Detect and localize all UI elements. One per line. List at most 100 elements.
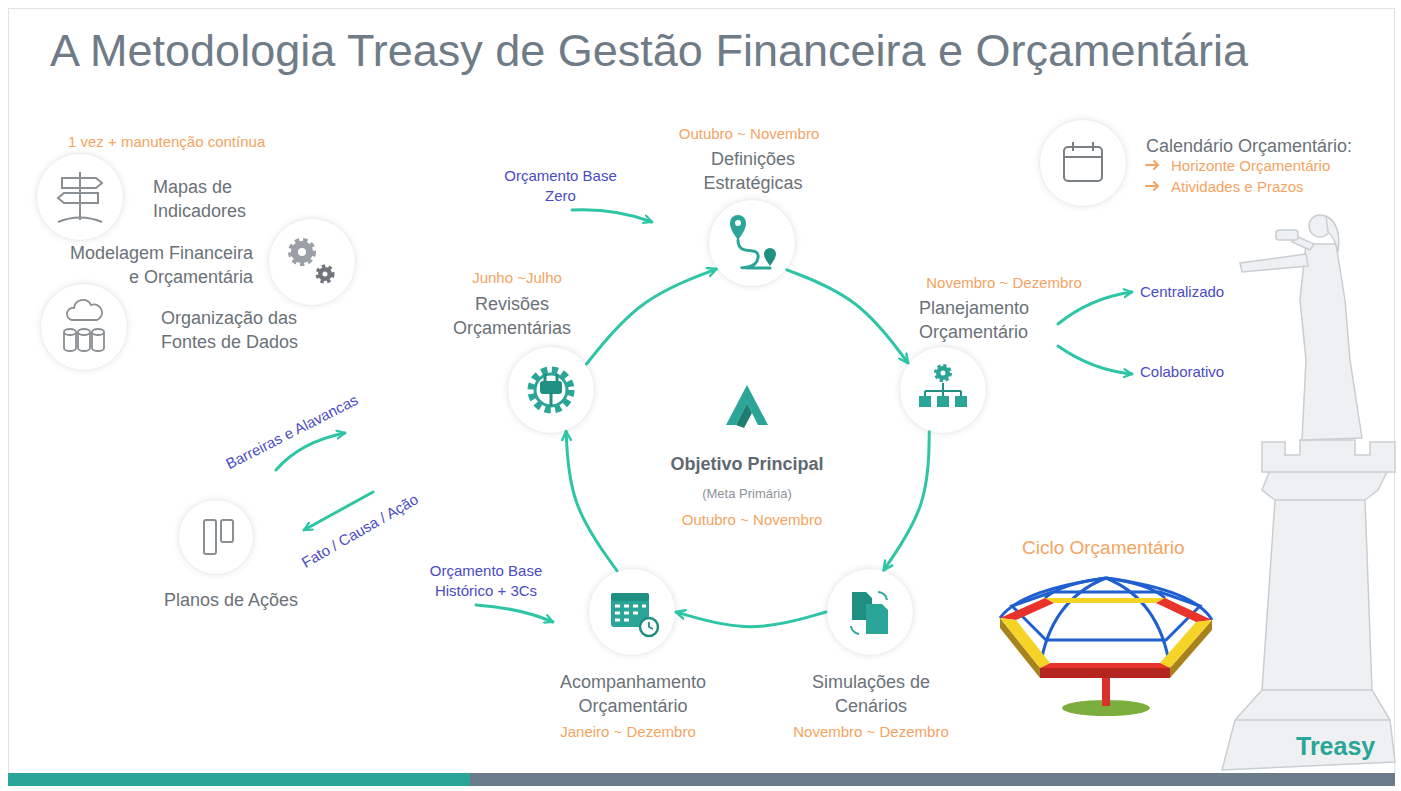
leader-arrow <box>1058 346 1132 374</box>
calendar-clock-icon <box>611 593 658 636</box>
node-heading: Planos de Ações <box>141 588 321 612</box>
document <box>852 592 872 620</box>
leader-arrows <box>276 210 1132 622</box>
documents-icon <box>851 592 888 634</box>
gear <box>936 366 950 380</box>
strategy-node: Outubro ~ NovembroDefinições Estratégica… <box>708 199 796 287</box>
document <box>866 604 888 634</box>
gear-hole <box>298 248 306 256</box>
logo-accent <box>736 403 752 428</box>
option-label: Colaborativo <box>1140 362 1280 382</box>
gears-icon <box>291 241 332 281</box>
bullet-arrows <box>1146 161 1158 190</box>
merry-go-round <box>1000 578 1212 716</box>
footer-bar-gray <box>470 773 1395 786</box>
kanban-column <box>221 520 233 542</box>
logo-shape <box>726 385 768 425</box>
node-heading: Novembro ~ Dezembro <box>904 274 1104 292</box>
database-icon <box>64 300 104 351</box>
indicator-map-node: Mapas de Indicadores <box>36 153 124 241</box>
data-sources-node: Organização das Fontes de Dados <box>40 283 128 371</box>
cycle-arrow <box>787 270 908 363</box>
gear <box>318 267 332 281</box>
signpost-icon <box>58 172 102 222</box>
arrow-label: Fato / Causa / Ação <box>277 477 443 584</box>
planning-node: Novembro ~ DezembroPlanejamento Orçament… <box>899 346 987 434</box>
cylinder <box>92 332 104 351</box>
node-text: Horizonte Orçamentário <box>1171 157 1381 175</box>
seat <box>1000 618 1050 668</box>
period-label: Outubro ~ Novembro <box>652 511 852 529</box>
org-lines <box>925 383 961 396</box>
option-label: Centralizado <box>1140 282 1280 302</box>
node-text: Janeiro ~ Dezembro <box>528 723 728 741</box>
org-box <box>937 396 949 407</box>
node-heading: Simulações de Cenários <box>796 670 946 718</box>
calendar-grid <box>615 606 646 620</box>
gear <box>291 241 313 263</box>
seat-side <box>1040 668 1170 678</box>
rook-illustration <box>1222 215 1395 770</box>
goal-title: Objetivo Principal <box>627 453 867 475</box>
brand-mark: Treasy <box>1296 731 1396 761</box>
action-plan-node: Planos de Ações <box>178 499 254 575</box>
scenario-node: Simulações de CenáriosNovembro ~ Dezembr… <box>826 568 914 656</box>
rook-body <box>1222 470 1395 770</box>
route-icon <box>730 215 776 268</box>
cloud <box>67 300 102 320</box>
leader-arrow <box>476 605 553 622</box>
seat <box>1000 598 1054 620</box>
node-heading: Calendário Orçamentário: <box>1146 134 1396 158</box>
node-text: Atividades e Prazos <box>1171 178 1381 196</box>
node-text: Revisões Orçamentárias <box>437 292 587 340</box>
plug-prongs <box>545 374 557 406</box>
gear-ring <box>535 374 567 406</box>
node-text: Definições Estratégicas <box>673 147 833 195</box>
calendar-body <box>1064 147 1102 181</box>
node-heading: Junho ~Julho <box>417 269 617 287</box>
org-box <box>919 396 931 407</box>
cylinder-top <box>64 329 76 335</box>
goal-subtitle: (Meta Primária) <box>647 486 847 502</box>
cycle-arc <box>878 592 887 600</box>
kanban-icon <box>204 520 233 554</box>
modelling-node: Modelagem Financeira e Orçamentária <box>268 218 356 306</box>
route-line <box>738 240 770 268</box>
cylinder <box>78 332 90 351</box>
gear-hole <box>941 371 946 376</box>
cycle-arrow <box>566 431 617 570</box>
page-frame <box>9 9 1395 786</box>
clock-hands <box>649 622 653 629</box>
seat <box>1160 620 1212 668</box>
binoculars <box>1276 230 1298 240</box>
input-label: Orçamento Base Zero <box>498 166 623 206</box>
cycle-arrow <box>587 269 717 364</box>
review-node: Junho ~JulhoRevisões Orçamentárias <box>507 346 595 434</box>
calendar-head <box>611 593 649 601</box>
figure-hair <box>1326 216 1339 252</box>
node-heading: Acompanhamento Orçamentário <box>548 670 718 718</box>
org-chart-icon <box>919 366 967 407</box>
diagram-title: A Metodologia Treasy de Gestão Financeir… <box>50 25 1248 77</box>
seat <box>1156 598 1212 622</box>
clock <box>640 618 658 636</box>
bullet-arrow <box>1146 161 1158 169</box>
pin-dot <box>735 220 741 226</box>
signpost-pole <box>79 172 81 220</box>
leader-arrow <box>1058 292 1132 324</box>
bullet-arrow <box>1146 182 1158 190</box>
cylinder-top <box>92 329 104 335</box>
node-text: Novembro ~ Dezembro <box>771 723 971 741</box>
cycle-arrow <box>884 432 930 570</box>
gear-hole <box>323 272 328 277</box>
frame <box>1000 578 1212 668</box>
cycle-arc <box>851 626 859 634</box>
calendar-body <box>611 593 649 627</box>
figure-dress <box>1300 244 1362 440</box>
signpost-ground <box>58 218 102 223</box>
input-label: Orçamento Base Histórico + 3Cs <box>416 561 556 601</box>
frame-ring <box>1012 592 1200 640</box>
figure-arm <box>1240 254 1308 272</box>
